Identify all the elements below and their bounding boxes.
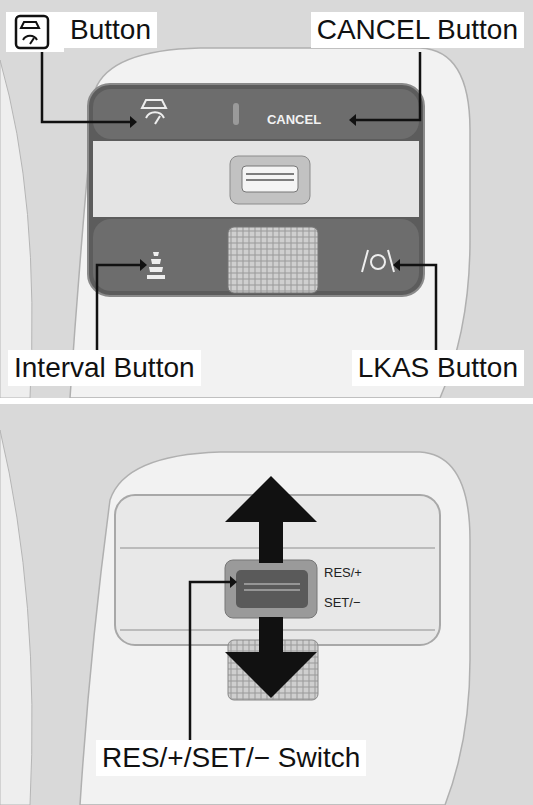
switch-marking: RES/+ — [324, 566, 362, 581]
callout-label: LKAS Button — [352, 350, 524, 386]
callout-label: Button — [64, 12, 157, 48]
callout-label: CANCEL Button — [311, 12, 524, 48]
button-text: CANCEL — [267, 113, 321, 128]
callout-label: RES/+/SET/− Switch — [96, 740, 366, 776]
switch-marking: SET/− — [324, 596, 361, 611]
callout-label: Interval Button — [8, 350, 201, 386]
